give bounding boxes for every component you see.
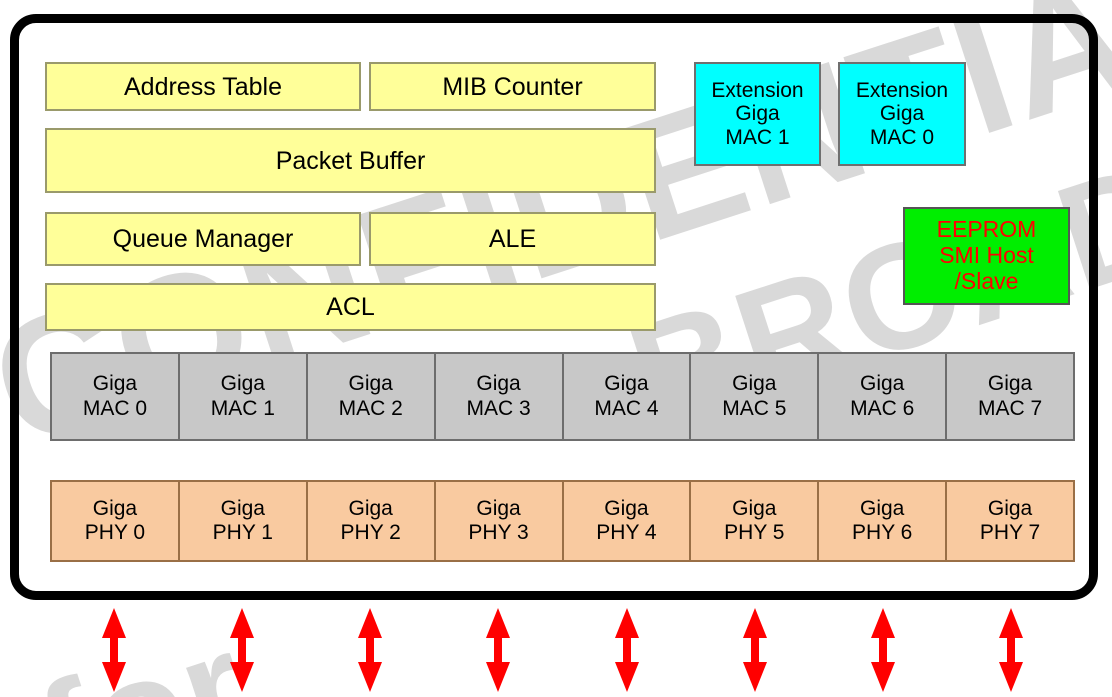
block-queue-manager-label: Queue Manager bbox=[112, 225, 294, 253]
block-giga-mac-0[interactable]: Giga MAC 0 bbox=[50, 352, 180, 441]
giga-phy-1-line1: Giga bbox=[220, 496, 265, 520]
block-giga-phy-7[interactable]: Giga PHY 7 bbox=[945, 480, 1075, 562]
block-packet-buffer[interactable]: Packet Buffer bbox=[45, 128, 656, 193]
giga-mac-0-line1: Giga bbox=[92, 372, 138, 396]
giga-mac-4-line2: MAC 4 bbox=[594, 396, 659, 420]
block-giga-mac-5[interactable]: Giga MAC 5 bbox=[689, 352, 820, 441]
block-giga-phy-0[interactable]: Giga PHY 0 bbox=[50, 480, 180, 562]
giga-mac-2-line2: MAC 2 bbox=[338, 396, 403, 420]
port-arrow-row bbox=[50, 606, 1075, 694]
giga-phy-2-line2: PHY 2 bbox=[340, 521, 401, 544]
port-arrow-6-icon bbox=[870, 608, 895, 692]
block-giga-mac-1[interactable]: Giga MAC 1 bbox=[177, 352, 308, 441]
giga-mac-7-line1: Giga bbox=[987, 372, 1033, 396]
giga-mac-5-line1: Giga bbox=[732, 372, 777, 396]
giga-phy-6-line1: Giga bbox=[860, 496, 905, 520]
arrow-slot-7 bbox=[947, 606, 1075, 694]
block-giga-mac-2[interactable]: Giga MAC 2 bbox=[305, 352, 436, 441]
giga-phy-5-line2: PHY 5 bbox=[724, 521, 785, 544]
block-extension-giga-mac-1-line3: MAC 1 bbox=[725, 125, 790, 149]
arrow-slot-2 bbox=[306, 606, 434, 694]
giga-phy-2-line1: Giga bbox=[348, 496, 393, 520]
giga-mac-7-line2: MAC 7 bbox=[977, 396, 1043, 420]
giga-phy-7-line2: PHY 7 bbox=[979, 521, 1041, 544]
giga-mac-0-line2: MAC 0 bbox=[82, 396, 148, 420]
block-queue-manager[interactable]: Queue Manager bbox=[45, 212, 361, 266]
arrow-slot-3 bbox=[434, 606, 562, 694]
giga-mac-4-line1: Giga bbox=[604, 372, 649, 396]
port-arrow-3-icon bbox=[486, 608, 511, 692]
arrow-slot-0 bbox=[50, 606, 178, 694]
giga-phy-6-line2: PHY 6 bbox=[852, 521, 913, 544]
block-extension-giga-mac-0-line1: Extension bbox=[855, 78, 949, 102]
block-eeprom-line1: EEPROM bbox=[936, 216, 1037, 243]
block-giga-phy-6[interactable]: Giga PHY 6 bbox=[817, 480, 948, 562]
block-giga-phy-4[interactable]: Giga PHY 4 bbox=[561, 480, 692, 562]
giga-phy-5-line1: Giga bbox=[732, 496, 777, 520]
block-giga-mac-6[interactable]: Giga MAC 6 bbox=[817, 352, 948, 441]
giga-phy-row: Giga PHY 0 Giga PHY 1 Giga PHY 2 Giga PH… bbox=[50, 480, 1075, 562]
port-arrow-2-icon bbox=[358, 608, 383, 692]
block-address-table[interactable]: Address Table bbox=[45, 62, 361, 111]
arrow-slot-1 bbox=[178, 606, 306, 694]
block-extension-giga-mac-1-line1: Extension bbox=[711, 78, 804, 102]
arrow-slot-5 bbox=[691, 606, 819, 694]
arrow-slot-4 bbox=[563, 606, 691, 694]
block-giga-phy-3[interactable]: Giga PHY 3 bbox=[433, 480, 564, 562]
block-mib-counter[interactable]: MIB Counter bbox=[369, 62, 656, 111]
port-arrow-0-icon bbox=[102, 608, 127, 692]
giga-mac-3-line2: MAC 3 bbox=[466, 396, 531, 420]
giga-phy-3-line1: Giga bbox=[476, 496, 521, 520]
chip-outline bbox=[10, 14, 1098, 600]
block-extension-giga-mac-0[interactable]: Extension Giga MAC 0 bbox=[838, 62, 966, 166]
block-giga-mac-7[interactable]: Giga MAC 7 bbox=[945, 352, 1075, 441]
arrow-slot-6 bbox=[819, 606, 947, 694]
giga-mac-6-line2: MAC 6 bbox=[850, 396, 915, 420]
block-eeprom-smi-host-slave[interactable]: EEPROM SMI Host /Slave bbox=[903, 207, 1070, 305]
giga-mac-1-line2: MAC 1 bbox=[210, 396, 275, 420]
block-giga-mac-3[interactable]: Giga MAC 3 bbox=[433, 352, 564, 441]
port-arrow-4-icon bbox=[614, 608, 639, 692]
giga-mac-5-line2: MAC 5 bbox=[722, 396, 787, 420]
giga-phy-1-line2: PHY 1 bbox=[212, 521, 273, 544]
block-extension-giga-mac-0-line2: Giga bbox=[879, 102, 925, 126]
giga-mac-6-line1: Giga bbox=[860, 372, 905, 396]
block-acl[interactable]: ACL bbox=[45, 283, 656, 331]
block-eeprom-line2: SMI Host bbox=[939, 242, 1034, 269]
block-acl-label: ACL bbox=[326, 293, 375, 321]
block-giga-mac-4[interactable]: Giga MAC 4 bbox=[561, 352, 692, 441]
block-giga-phy-1[interactable]: Giga PHY 1 bbox=[177, 480, 308, 562]
block-extension-giga-mac-0-line3: MAC 0 bbox=[869, 125, 935, 149]
block-ale[interactable]: ALE bbox=[369, 212, 656, 266]
giga-phy-7-line1: Giga bbox=[987, 496, 1033, 520]
giga-phy-0-line1: Giga bbox=[92, 496, 138, 520]
block-packet-buffer-label: Packet Buffer bbox=[275, 146, 426, 175]
block-extension-giga-mac-1[interactable]: Extension Giga MAC 1 bbox=[694, 62, 821, 166]
block-extension-giga-mac-1-line2: Giga bbox=[735, 102, 780, 126]
giga-phy-4-line2: PHY 4 bbox=[596, 521, 657, 544]
block-address-table-label: Address Table bbox=[124, 72, 282, 101]
block-eeprom-line3: /Slave bbox=[954, 267, 1019, 294]
port-arrow-1-icon bbox=[230, 608, 255, 692]
giga-phy-3-line2: PHY 3 bbox=[468, 521, 529, 544]
giga-phy-4-line1: Giga bbox=[604, 496, 649, 520]
block-giga-phy-2[interactable]: Giga PHY 2 bbox=[305, 480, 436, 562]
giga-mac-row: Giga MAC 0 Giga MAC 1 Giga MAC 2 Giga MA… bbox=[50, 352, 1075, 441]
port-arrow-7-icon bbox=[998, 608, 1023, 692]
port-arrow-5-icon bbox=[742, 608, 767, 692]
giga-phy-0-line2: PHY 0 bbox=[84, 521, 146, 544]
giga-mac-3-line1: Giga bbox=[476, 372, 521, 396]
giga-mac-1-line1: Giga bbox=[220, 372, 265, 396]
block-giga-phy-5[interactable]: Giga PHY 5 bbox=[689, 480, 820, 562]
giga-mac-2-line1: Giga bbox=[348, 372, 393, 396]
block-mib-counter-label: MIB Counter bbox=[442, 72, 583, 101]
block-ale-label: ALE bbox=[488, 225, 537, 253]
